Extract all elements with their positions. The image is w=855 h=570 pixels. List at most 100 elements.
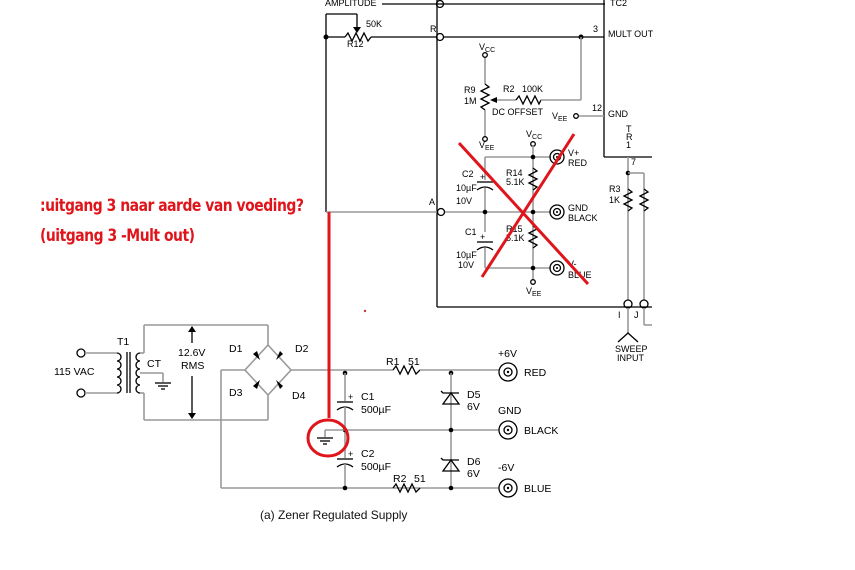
svg-text:C2: C2 [361,448,375,460]
top-circuit: AMPLITUDE TC2 R12 50K R 3 MULT OUT VCC [323,0,654,363]
svg-text:C2: C2 [462,169,474,179]
svg-text:+: + [480,232,485,242]
diode-d2 [276,351,283,360]
resistor-r12 [344,31,372,43]
r12-value: 50K [366,19,382,29]
svg-text:VCC: VCC [526,129,542,141]
mult-out-label: MULT OUT [608,29,654,39]
svg-text:+6V: +6V [498,348,517,360]
sweep-input-connector [617,332,639,343]
ac-in-label: 115 VAC [54,366,95,378]
jack-vminus[interactable] [549,260,565,276]
resistor-r1 [392,364,421,376]
resistor-unlabeled [638,188,650,212]
svg-text:51: 51 [414,473,426,485]
svg-text:D4: D4 [292,390,306,402]
red-cross-annotation [457,133,590,286]
svg-text:T: T [626,124,632,134]
red-wire-annotation [306,212,367,458]
svg-text:7: 7 [631,157,636,167]
red-circle-highlight [306,418,350,458]
pin-r-label: R [430,24,437,34]
annotation-line-1: :uitgang 3 naar aarde van voeding? [40,196,304,216]
capacitor-c1 [476,246,494,251]
annotation-line-2: (uitgang 3 -Mult out) [40,226,195,246]
svg-text:R: R [626,132,633,142]
ac-input-terminal-top[interactable] [76,348,86,358]
svg-text:VCC: VCC [479,42,495,54]
svg-text:CT: CT [147,358,162,370]
svg-text:-6V: -6V [498,462,514,474]
svg-text:VEE: VEE [526,286,542,298]
bridge-rectifier [243,325,293,397]
jack-blue[interactable] [498,478,518,498]
r12-name: R12 [347,39,364,49]
resistor-r2 [515,94,542,106]
svg-text:RED: RED [568,158,588,168]
svg-text:6V: 6V [467,468,480,480]
resistor-r3 [622,188,634,212]
diode-d3 [253,380,260,389]
diode-d4 [276,380,283,389]
svg-text:D2: D2 [295,343,309,355]
jack-black[interactable] [498,420,518,440]
svg-text:V+: V+ [568,148,579,158]
svg-text:V-: V- [568,259,577,269]
svg-text:10µF: 10µF [456,250,477,260]
svg-text:10V: 10V [458,260,474,270]
ac-input-terminal-bottom[interactable] [76,388,86,398]
r2-value: 100K [522,84,543,94]
svg-text:R1: R1 [386,356,400,368]
gnd-label: GND [608,109,629,119]
resistor-r2-supply [392,482,421,494]
r9-value: 1M [464,96,477,106]
svg-text:BLACK: BLACK [524,425,558,437]
jack-gnd[interactable] [549,204,565,220]
figure-caption: (a) Zener Regulated Supply [260,508,408,522]
svg-text:R3: R3 [609,184,621,194]
r9-wiper [490,97,497,103]
svg-text:500µF: 500µF [361,461,391,473]
power-supply: 115 VAC T1 CT 12.6V RMS D1 D2 [54,324,558,498]
svg-text:5.1K: 5.1K [506,233,525,243]
pin-12-label: 12 [592,103,602,113]
transformer-primary [116,352,122,394]
resistor-r14 [527,167,539,191]
svg-text:12.6V: 12.6V [178,347,205,359]
svg-text:INPUT: INPUT [617,353,645,363]
svg-text:1: 1 [626,140,631,150]
svg-text:D1: D1 [229,343,243,355]
dc-offset-label: DC OFFSET [492,107,544,117]
svg-text:J: J [634,310,639,320]
svg-text:+: + [480,172,485,182]
svg-text:BLUE: BLUE [524,483,551,495]
zener-d6 [441,458,461,472]
transformer-secondary [135,352,141,394]
svg-text:D6: D6 [467,456,481,468]
svg-text:VEE: VEE [552,111,568,123]
svg-text:10µF: 10µF [456,183,477,193]
svg-text:D3: D3 [229,387,243,399]
svg-text:R14: R14 [506,168,523,178]
amplitude-label: AMPLITUDE [325,0,377,8]
svg-text:10V: 10V [456,196,472,206]
wiper-arrow [353,27,361,33]
ic-top-label: TC2 [610,0,627,8]
jack-red[interactable] [498,362,518,382]
svg-text:6V: 6V [467,401,480,413]
svg-text:500µF: 500µF [361,404,391,416]
resistor-r9 [479,83,491,111]
r9-name: R9 [464,85,476,95]
svg-text:5.1K: 5.1K [506,177,525,187]
svg-text:BLACK: BLACK [568,213,598,223]
svg-text:I: I [618,310,621,320]
svg-text:D5: D5 [467,389,481,401]
pin-a-label: A [429,197,435,207]
svg-text:GND: GND [498,405,522,417]
t1-label: T1 [117,336,129,348]
svg-text:+: + [348,392,353,402]
svg-text:SWEEP: SWEEP [615,344,648,354]
svg-text:R2: R2 [393,473,407,485]
svg-text:+: + [348,449,353,459]
